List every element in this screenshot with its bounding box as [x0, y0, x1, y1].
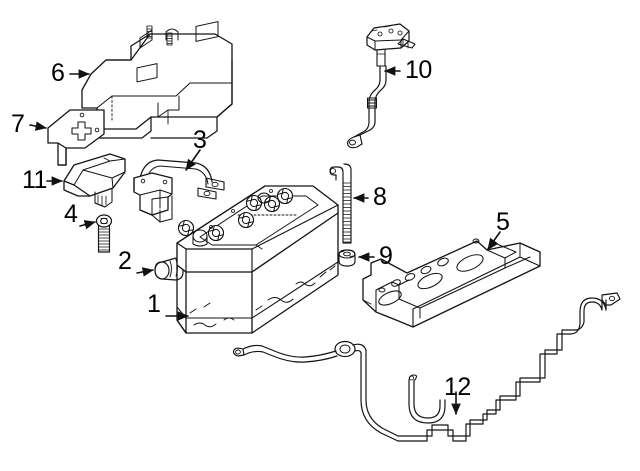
callout-label-3: 3	[193, 126, 207, 154]
callout-arrows	[29, 66, 501, 415]
callout-label-7: 7	[11, 110, 25, 138]
part-battery-tray-art	[362, 238, 541, 328]
callout-label-11: 11	[22, 166, 47, 194]
callout-label-9: 9	[379, 242, 393, 270]
callout-label-8: 8	[373, 183, 387, 211]
part-hold-down-nut-art	[338, 249, 356, 267]
callout-label-4: 4	[64, 200, 78, 228]
callout-label-5: 5	[496, 208, 510, 236]
part-ground-cable-assembly-art	[232, 292, 621, 442]
part-battery-art	[176, 185, 339, 334]
callout-label-6: 6	[51, 59, 65, 87]
callout-label-12: 12	[444, 373, 471, 401]
part-mounting-bracket-art	[47, 109, 105, 166]
part-battery-sensor-cable-art	[347, 23, 416, 149]
part-hex-flange-bolt-art	[95, 214, 113, 253]
callout-label-2: 2	[118, 247, 132, 275]
part-battery-control-module-art	[63, 153, 126, 208]
callout-label-10: 10	[405, 56, 432, 84]
part-wiring-harness-bracket-art	[133, 159, 225, 223]
part-battery-cover-art	[81, 21, 233, 139]
callout-label-1: 1	[147, 290, 161, 318]
part-hold-down-rod-art	[329, 163, 352, 244]
